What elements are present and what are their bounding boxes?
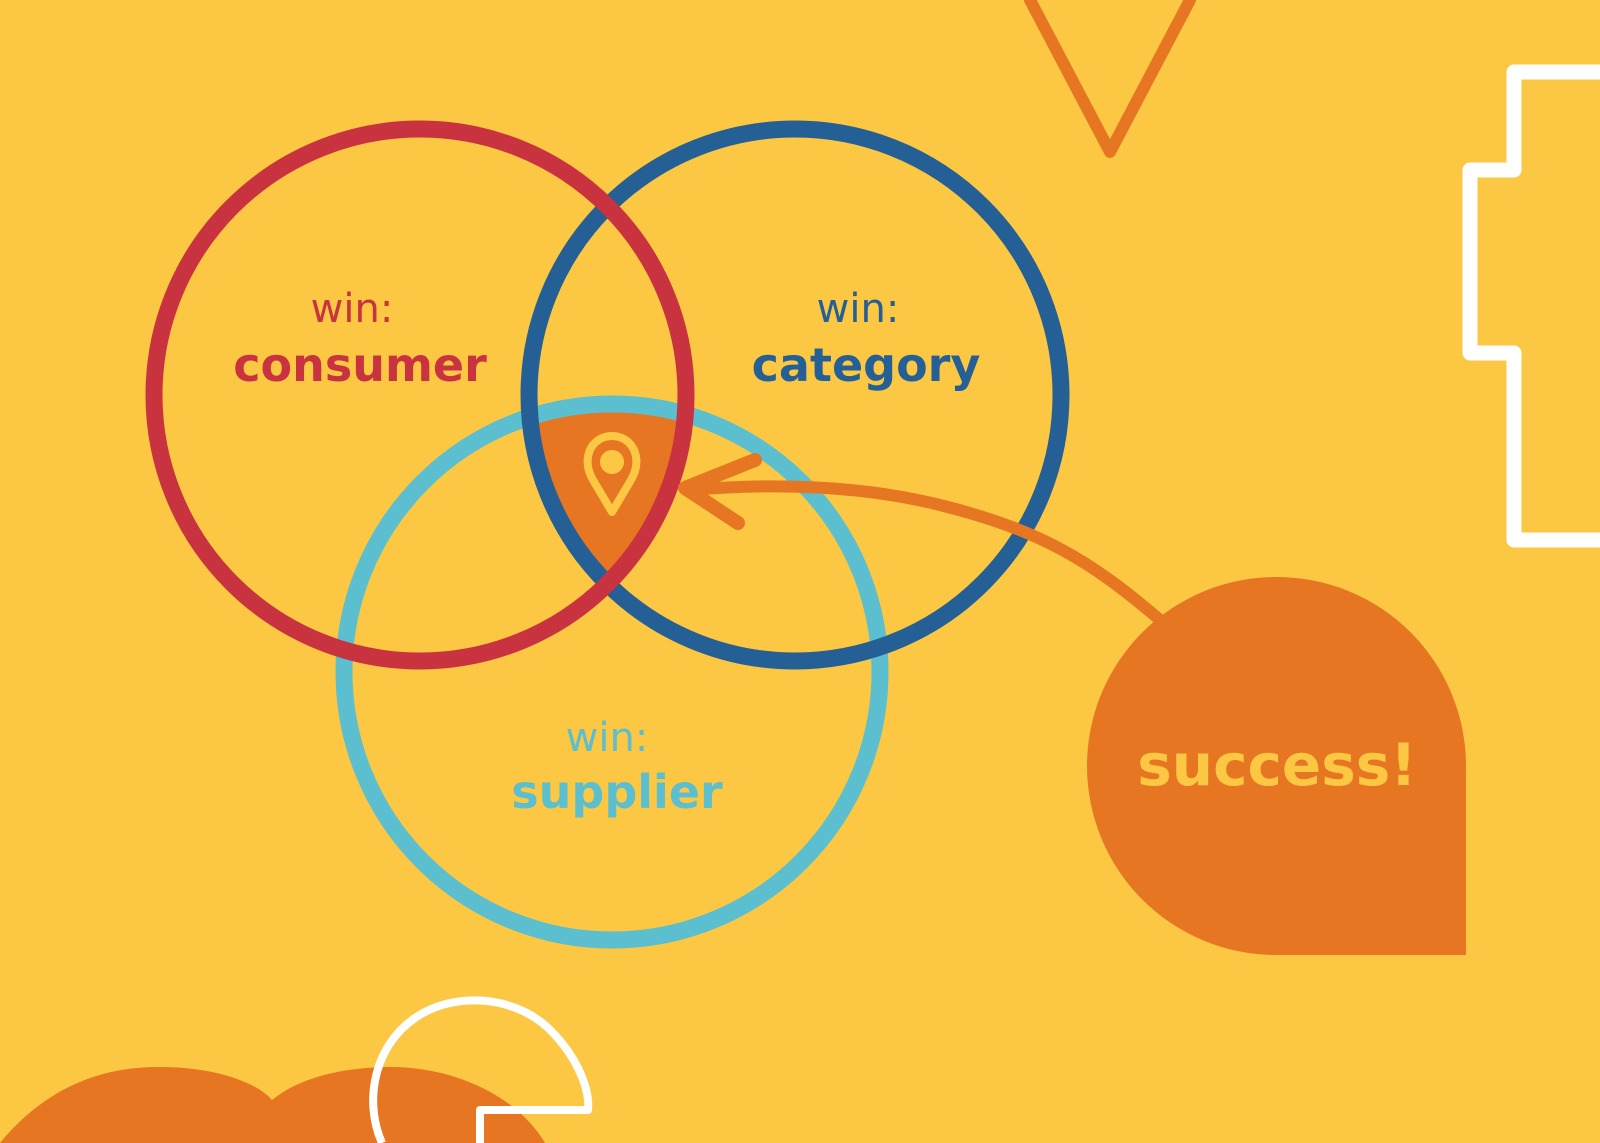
supplier-circle <box>335 395 889 949</box>
consumer-label-prefix: win: <box>311 286 394 332</box>
consumer-label: consumer <box>233 338 487 392</box>
supplier-label: supplier <box>511 765 723 819</box>
decorative-bracket-outline <box>1462 64 1600 548</box>
success-bubble <box>1087 576 1466 955</box>
category-label: category <box>752 338 981 392</box>
success-label: success! <box>1137 731 1416 799</box>
category-circle <box>520 120 1070 670</box>
supplier-label-prefix: win: <box>566 715 649 761</box>
consumer-circle <box>145 120 695 670</box>
decorative-bottom-shapes <box>0 996 593 1143</box>
decorative-chevron <box>1024 0 1196 158</box>
category-label-prefix: win: <box>817 286 900 332</box>
arrow-to-center <box>678 453 1166 626</box>
location-pin-icon <box>583 432 641 516</box>
